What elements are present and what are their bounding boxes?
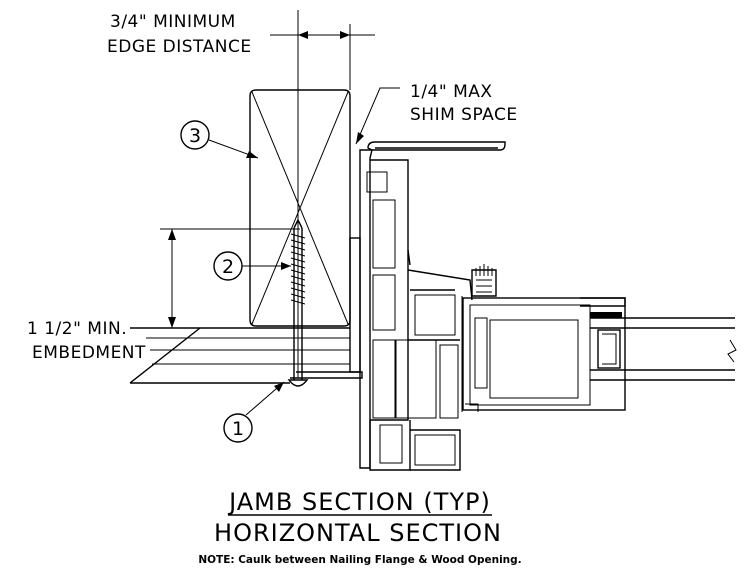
item-marker-2-label: 2 <box>222 256 234 278</box>
fastener-screw <box>287 218 309 387</box>
wood-stud <box>249 89 351 327</box>
item-marker-3: 3 <box>180 120 210 150</box>
weatherstrip <box>471 264 497 297</box>
caulk-note: NOTE: Caulk between Nailing Flange & Woo… <box>198 554 521 566</box>
embedment-label-line1: 1 1/2" MIN. <box>27 319 127 339</box>
embedment-dimension <box>160 228 300 328</box>
shim <box>349 237 361 373</box>
wall-substrate <box>129 327 350 384</box>
title-line1: JAMB SECTION (TYP) <box>227 488 491 516</box>
frame-chambers <box>366 171 459 466</box>
leader-lines <box>208 87 400 416</box>
shim-space-label-line2: SHIM SPACE <box>410 105 518 125</box>
edge-distance-dimension <box>270 10 375 378</box>
glass-unit <box>590 312 737 381</box>
item-marker-3-label: 3 <box>189 125 201 147</box>
title-line2: HORIZONTAL SECTION <box>214 519 502 547</box>
nailing-flange <box>290 371 363 379</box>
item-marker-1-label: 1 <box>232 418 244 440</box>
edge-distance-label-line2: EDGE DISTANCE <box>107 37 252 57</box>
embedment-label-line2: EMBEDMENT <box>32 343 146 363</box>
drawing-title: JAMB SECTION (TYP) HORIZONTAL SECTION <box>214 488 502 547</box>
sash-profile <box>461 296 626 412</box>
shim-space-label-line1: 1/4" MAX <box>410 82 493 102</box>
item-marker-2: 2 <box>213 251 243 281</box>
item-marker-1: 1 <box>223 413 253 443</box>
edge-distance-label-line1: 3/4" MINIMUM <box>110 12 236 32</box>
vinyl-frame-profile <box>359 141 506 471</box>
